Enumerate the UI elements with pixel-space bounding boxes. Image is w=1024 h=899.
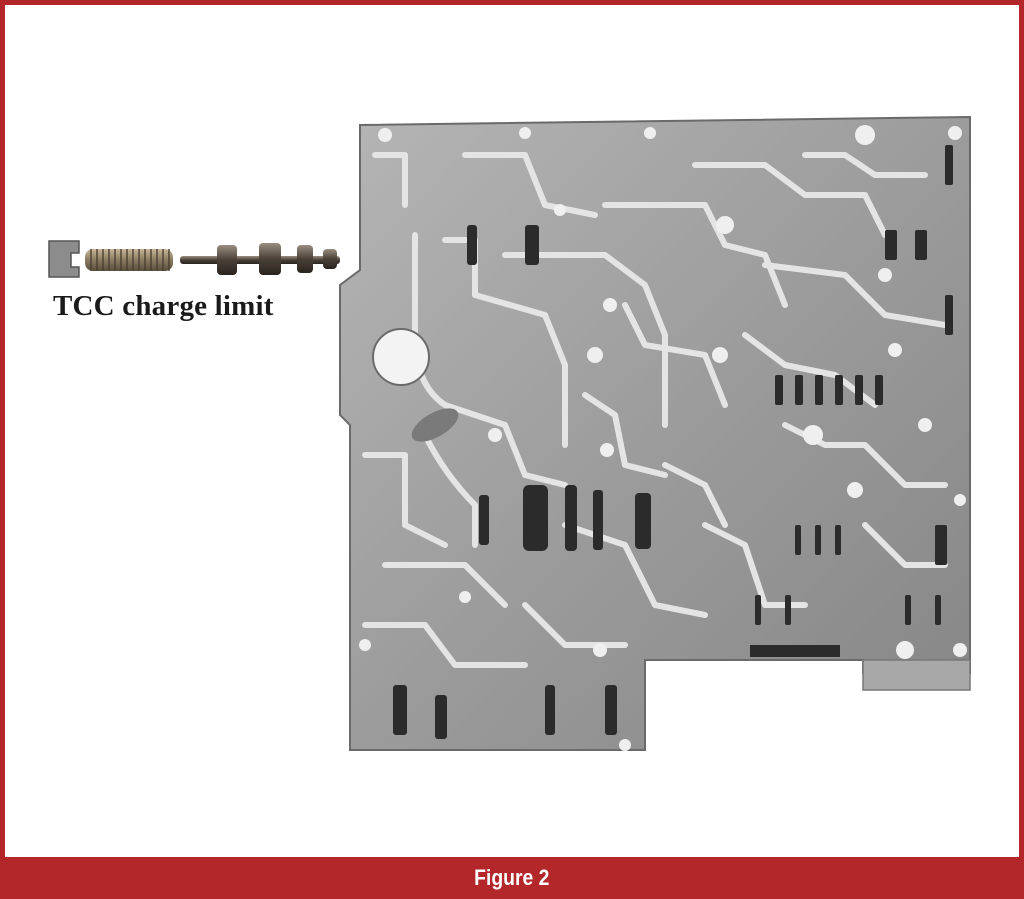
figure-panel: TCC charge limit: [5, 5, 1019, 857]
spring: [85, 249, 173, 271]
valve-spools: [393, 145, 953, 739]
valve-body-photo: [48, 115, 971, 751]
valve-bores: [359, 125, 967, 751]
tcc-valve-assembly: [48, 240, 340, 278]
valve-spool: [180, 243, 340, 275]
caption-bar: Figure 2: [0, 857, 1024, 899]
figure-caption: Figure 2: [474, 865, 550, 890]
valve-body: [339, 115, 971, 751]
retainer-clip: [48, 240, 80, 278]
valve-label: TCC charge limit: [53, 290, 274, 322]
